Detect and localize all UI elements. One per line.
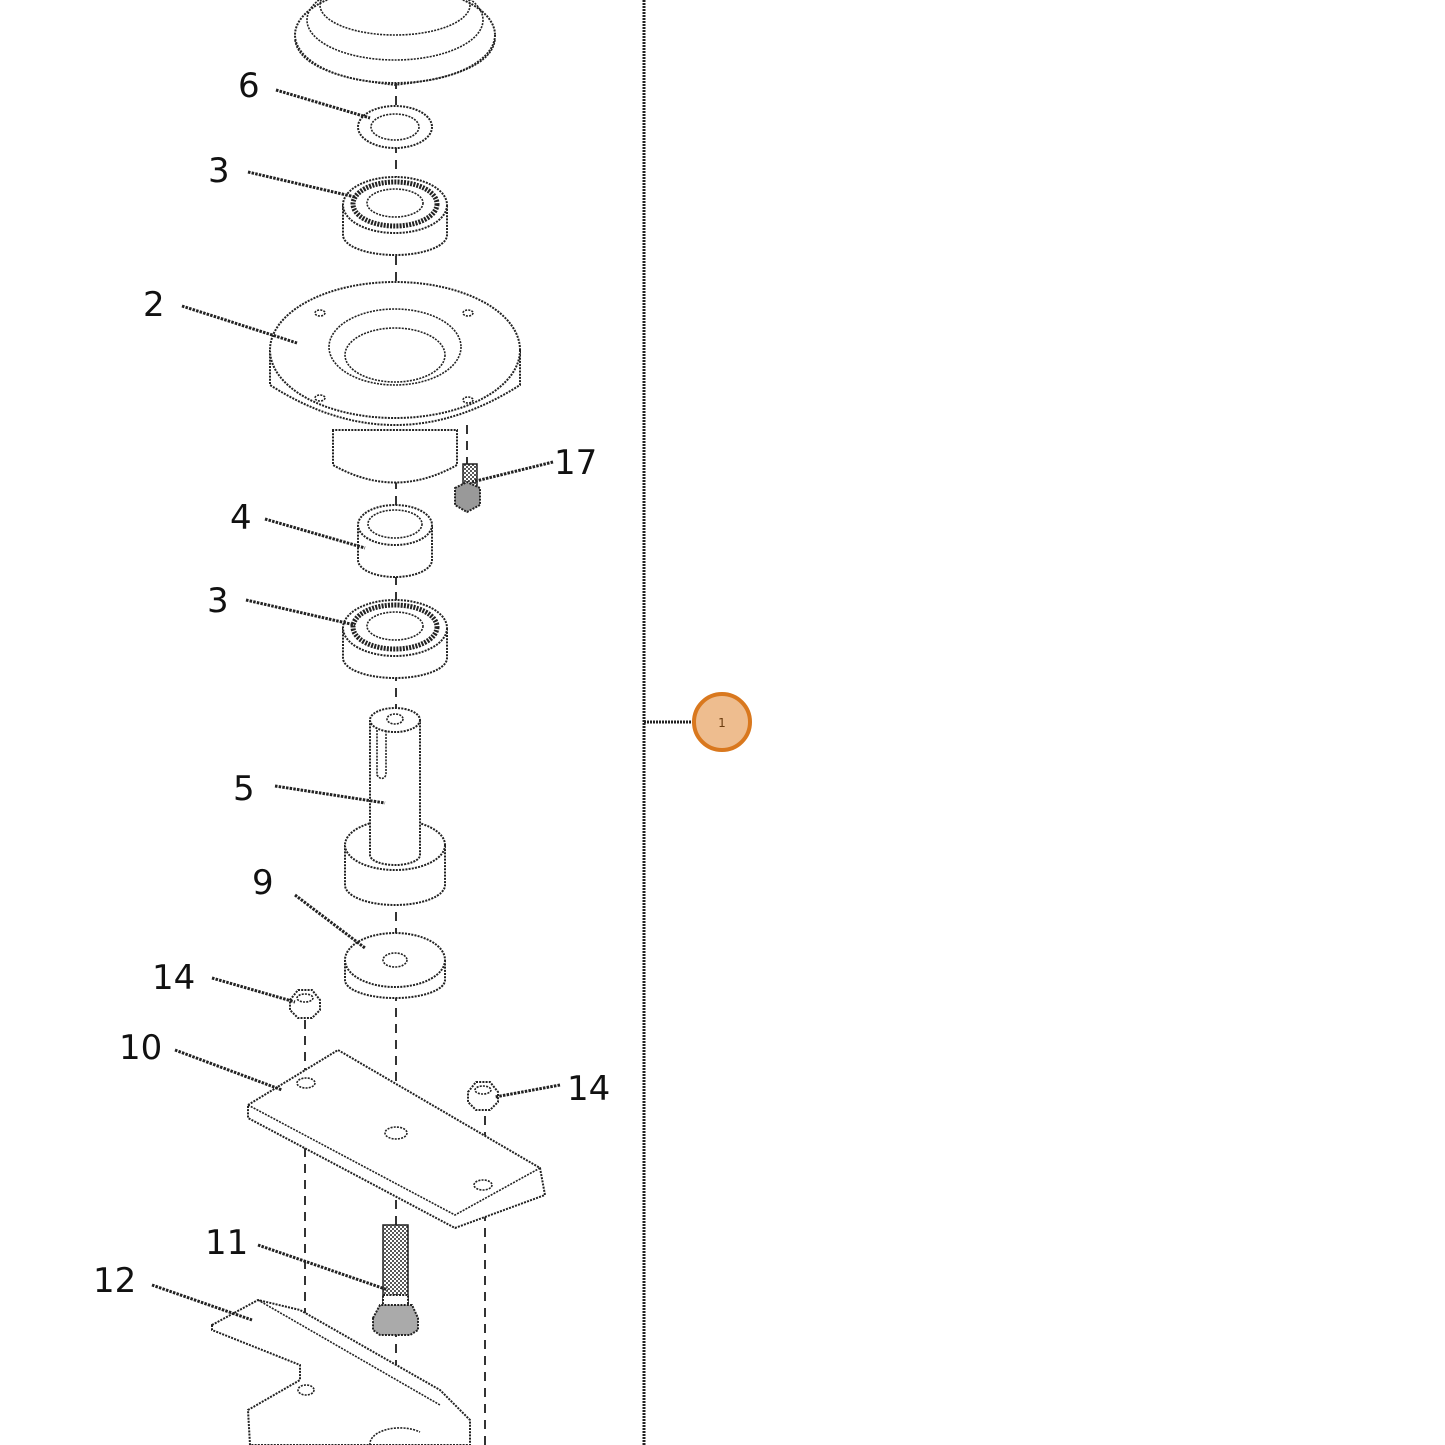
- screw-part-17: [454, 463, 481, 514]
- callout-4: 4: [230, 498, 252, 538]
- callout-9: 9: [252, 863, 274, 903]
- bolt-part-11: [372, 1224, 419, 1336]
- callout-6: 6: [238, 66, 260, 106]
- callout-2: 2: [143, 285, 165, 325]
- spacer-part-4: [357, 504, 433, 578]
- callout-5: 5: [233, 769, 255, 809]
- spindle-shaft-part-5: [344, 707, 446, 906]
- washer-part-6: [357, 105, 433, 149]
- nut-part-14-right: [467, 1081, 499, 1111]
- callout-11: 11: [205, 1223, 248, 1263]
- callout-3-lower: 3: [207, 581, 229, 621]
- hotspot-label: 1: [718, 716, 726, 730]
- callout-14-right: 14: [567, 1069, 610, 1109]
- callout-12: 12: [93, 1261, 136, 1301]
- bearing-part-3-lower: [342, 599, 448, 679]
- spindle-housing-part-2: [269, 281, 521, 484]
- bearing-part-3-upper: [342, 176, 448, 256]
- washer-part-9: [344, 932, 446, 999]
- callout-3-upper: 3: [208, 151, 230, 191]
- nut-part-14-left: [289, 989, 321, 1019]
- leader-lines: [151, 88, 561, 1322]
- blade-adapter-plate-part-10: [247, 1048, 547, 1230]
- assembly-hotspot-1[interactable]: 1: [692, 692, 752, 752]
- callout-10: 10: [119, 1028, 162, 1068]
- callout-14-left: 14: [152, 958, 195, 998]
- pulley: [294, 0, 496, 86]
- blade-part-12: [211, 1298, 471, 1445]
- callout-labels: 6 3 2 17 4 3 5 9 14 10 14 11 12: [93, 66, 610, 1301]
- callout-17: 17: [554, 443, 597, 483]
